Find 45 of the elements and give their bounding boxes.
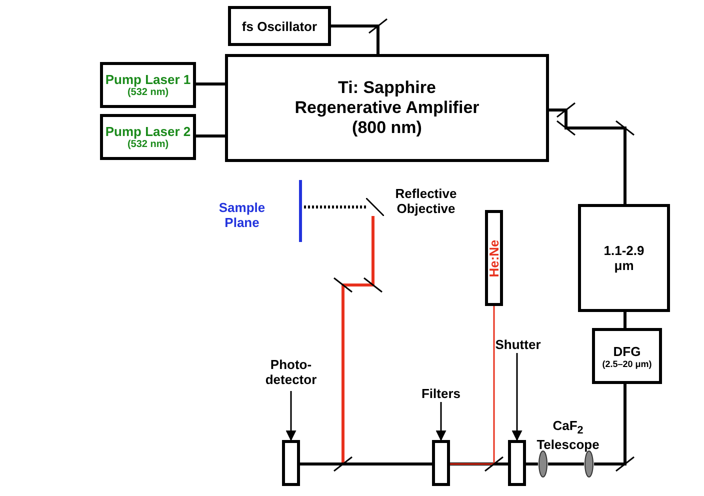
filter-box	[432, 440, 450, 486]
laser-beam	[196, 82, 225, 86]
pump-laser-box	[100, 62, 196, 108]
component-label: He:Ne	[486, 239, 502, 277]
laser-beam	[196, 134, 225, 138]
focused-beam	[302, 206, 366, 208]
laser-beam	[300, 462, 432, 466]
sample-plane-line	[299, 180, 302, 242]
component-label: Pump Laser 1	[105, 72, 191, 87]
component-label: fs Oscillator	[242, 18, 318, 34]
laser-beam	[526, 462, 538, 466]
component-caption: CaF$_{2}$ Telescope	[536, 418, 600, 452]
laser-beam	[549, 108, 626, 204]
laser-box	[485, 210, 503, 306]
component-label: (532 nm)	[127, 139, 169, 150]
component-label: Ti: Sapphire Regenerative Amplifier (800 nm)	[294, 78, 480, 138]
photodetector-box	[282, 440, 300, 486]
callout-text: Shutter	[495, 336, 541, 352]
leader-line	[512, 353, 522, 442]
component-label: DFG	[613, 344, 641, 358]
component-label: (2.5–20 μm)	[602, 358, 652, 368]
laser-beam	[548, 462, 584, 466]
laser-beam	[624, 312, 626, 328]
opa-box	[578, 204, 670, 312]
laser-beam	[450, 306, 495, 465]
component-label: (532 nm)	[127, 87, 169, 98]
shutter-box	[508, 440, 526, 486]
lens-icon	[538, 450, 548, 478]
callout-text: Filters	[421, 386, 460, 400]
lens-icon	[584, 450, 594, 478]
laser-beam	[450, 462, 508, 466]
component-caption: Reflective Objective	[394, 186, 458, 216]
oscillator-box	[228, 6, 331, 46]
component-label: 1.1-2.9 μm	[602, 243, 646, 273]
laser-beam	[594, 384, 626, 466]
pump-laser-box	[100, 114, 196, 160]
laser-beam	[331, 24, 380, 54]
mirror-icon	[366, 198, 384, 216]
leader-line	[286, 391, 296, 442]
component-label: Pump Laser 2	[105, 124, 191, 139]
dfg-box	[592, 328, 662, 384]
leader-line	[436, 402, 446, 442]
amplifier-box	[225, 54, 549, 162]
callout-text: Photo-detector	[264, 357, 318, 387]
component-caption: Sample Plane	[218, 200, 266, 230]
